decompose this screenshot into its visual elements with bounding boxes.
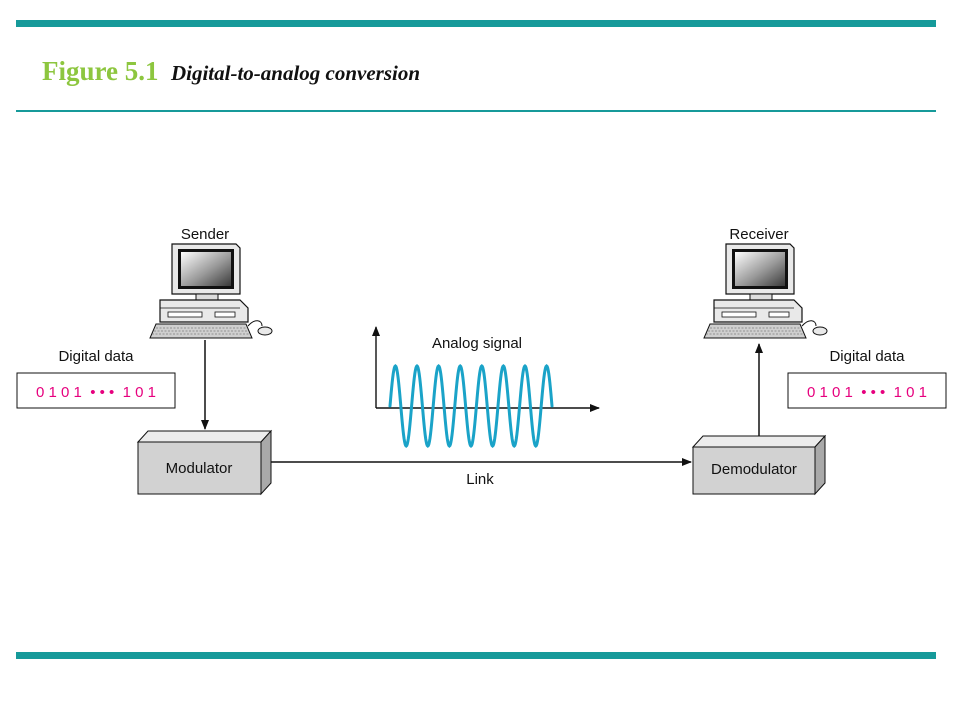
digital-data-label-left: Digital data — [58, 348, 134, 365]
modulator-box — [136, 429, 273, 496]
bits-box-right — [787, 372, 947, 409]
figure-caption: Digital-to-analog conversion — [170, 61, 421, 85]
sender-label: Sender — [181, 226, 229, 243]
analog-signal-label: Analog signal — [432, 335, 522, 352]
bits-left: 0 1 0 1 • • • 1 0 1 — [36, 384, 156, 401]
figure-title: Figure 5.1 Digital-to-analog conversion — [42, 56, 420, 87]
bottom-rule — [16, 652, 936, 659]
analog-wave — [388, 363, 554, 449]
demodulator-label: Demodulator — [711, 461, 797, 478]
modulator-label: Modulator — [166, 460, 233, 477]
top-rule — [16, 20, 936, 27]
receiver-computer-icon — [703, 243, 828, 339]
bits-right: 0 1 0 1 • • • 1 0 1 — [807, 384, 927, 401]
figure-number: Figure 5.1 — [42, 56, 159, 86]
bits-box-left — [16, 372, 176, 409]
receiver-label: Receiver — [729, 226, 788, 243]
digital-data-label-right: Digital data — [829, 348, 905, 365]
link-label: Link — [466, 471, 494, 488]
demodulator-box — [691, 434, 827, 496]
sender-computer-icon — [149, 243, 273, 339]
title-underline-rule — [16, 110, 936, 112]
